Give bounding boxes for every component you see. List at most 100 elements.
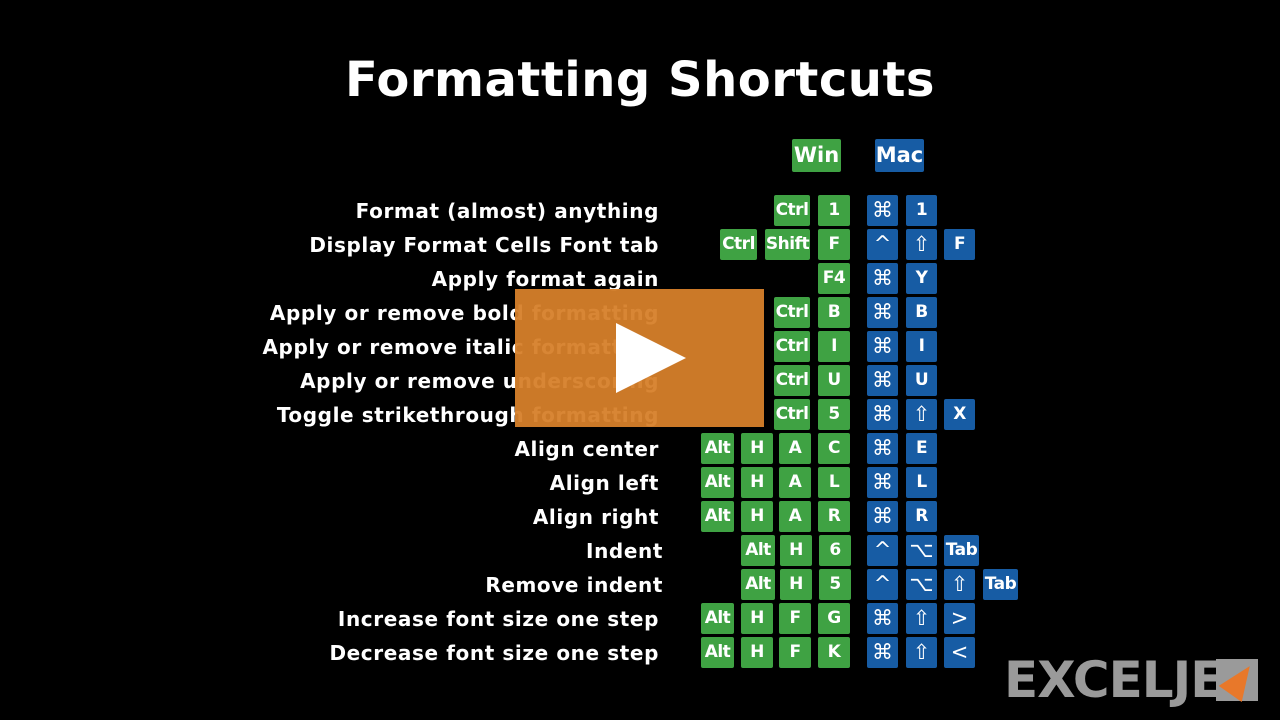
shortcut-label: Indent <box>586 539 663 563</box>
mac-key: U <box>906 365 937 396</box>
mac-key: ⌘ <box>867 263 898 294</box>
win-key: H <box>741 433 773 464</box>
win-key: R <box>818 501 850 532</box>
mac-key: B <box>906 297 937 328</box>
win-key: Ctrl <box>774 331 810 362</box>
win-key: Alt <box>701 467 734 498</box>
mac-key: ⌥ <box>906 569 937 600</box>
shortcut-label: Remove indent <box>485 573 663 597</box>
mac-key: ^ <box>867 229 898 260</box>
mac-key: ⌘ <box>867 637 898 668</box>
mac-key: 1 <box>906 195 937 226</box>
mac-key: < <box>944 637 975 668</box>
win-key: Ctrl <box>720 229 757 260</box>
mac-key: ⌘ <box>867 297 898 328</box>
win-key: C <box>818 433 850 464</box>
mac-key: ⌘ <box>867 603 898 634</box>
win-key: G <box>818 603 850 634</box>
play-icon <box>616 323 686 393</box>
mac-key: E <box>906 433 937 464</box>
mac-key: ⇧ <box>906 603 937 634</box>
mac-key: I <box>906 331 937 362</box>
shortcut-label: Increase font size one step <box>337 607 659 631</box>
mac-key: ⇧ <box>906 399 937 430</box>
mac-header: Mac <box>875 139 924 172</box>
win-key: Alt <box>701 433 734 464</box>
win-key: H <box>741 603 773 634</box>
win-key: H <box>741 501 773 532</box>
win-key: Ctrl <box>774 297 810 328</box>
shortcut-row: Display Format Cells Font tab Ctrl Shift F ^… <box>0 229 1280 261</box>
mac-key: ⌘ <box>867 399 898 430</box>
shortcut-label: Align left <box>549 471 659 495</box>
mac-key: X <box>944 399 975 430</box>
mac-key: ⇧ <box>906 637 937 668</box>
win-key: H <box>741 467 773 498</box>
win-key: H <box>741 637 773 668</box>
mac-key: ^ <box>867 535 898 566</box>
shortcut-label: Align right <box>532 505 659 529</box>
win-key: U <box>818 365 850 396</box>
mac-key: ⌘ <box>867 433 898 464</box>
shortcut-label: Display Format Cells Font tab <box>309 233 659 257</box>
mac-key: Tab <box>983 569 1018 600</box>
win-key: Shift <box>765 229 810 260</box>
shortcut-label: Apply format again <box>431 267 659 291</box>
win-key: K <box>818 637 850 668</box>
win-key: F <box>779 603 811 634</box>
video-play-button[interactable] <box>515 289 764 427</box>
win-key: Alt <box>701 501 734 532</box>
win-key: F <box>779 637 811 668</box>
win-key: B <box>818 297 850 328</box>
arrow-icon <box>1218 658 1262 702</box>
win-key: 6 <box>819 535 851 566</box>
win-key: Alt <box>741 569 775 600</box>
win-key: Alt <box>701 637 734 668</box>
win-key: L <box>818 467 850 498</box>
win-key: H <box>780 569 812 600</box>
shortcut-label: Format (almost) anything <box>355 199 659 223</box>
shortcut-label: Align center <box>514 437 659 461</box>
mac-key: L <box>906 467 937 498</box>
mac-key: ⌘ <box>867 331 898 362</box>
win-key: Alt <box>741 535 775 566</box>
mac-key: ⌘ <box>867 195 898 226</box>
win-key: F <box>818 229 850 260</box>
mac-key: ^ <box>867 569 898 600</box>
mac-key: ⇧ <box>906 229 937 260</box>
win-key: Alt <box>701 603 734 634</box>
mac-key: F <box>944 229 975 260</box>
mac-key: ⌘ <box>867 365 898 396</box>
shortcut-label: Decrease font size one step <box>329 641 659 665</box>
win-key: I <box>818 331 850 362</box>
mac-key: > <box>944 603 975 634</box>
page-title: Formatting Shortcuts <box>345 52 935 108</box>
win-key: Ctrl <box>774 195 810 226</box>
win-key: Ctrl <box>774 399 810 430</box>
win-key: Ctrl <box>774 365 810 396</box>
mac-key: R <box>906 501 937 532</box>
mac-key: ⌘ <box>867 501 898 532</box>
win-key: 1 <box>818 195 850 226</box>
win-key: 5 <box>818 399 850 430</box>
win-key: A <box>779 467 811 498</box>
mac-key: ⌘ <box>867 467 898 498</box>
win-header: Win <box>792 139 841 172</box>
mac-key: ⇧ <box>944 569 975 600</box>
exceljet-logo-mark <box>1216 658 1262 702</box>
win-key: A <box>779 433 811 464</box>
exceljet-logo: EXCELJET <box>1004 651 1257 709</box>
win-key: 5 <box>819 569 851 600</box>
win-key: A <box>779 501 811 532</box>
win-key: H <box>780 535 812 566</box>
mac-key: Tab <box>944 535 979 566</box>
mac-key: ⌥ <box>906 535 937 566</box>
